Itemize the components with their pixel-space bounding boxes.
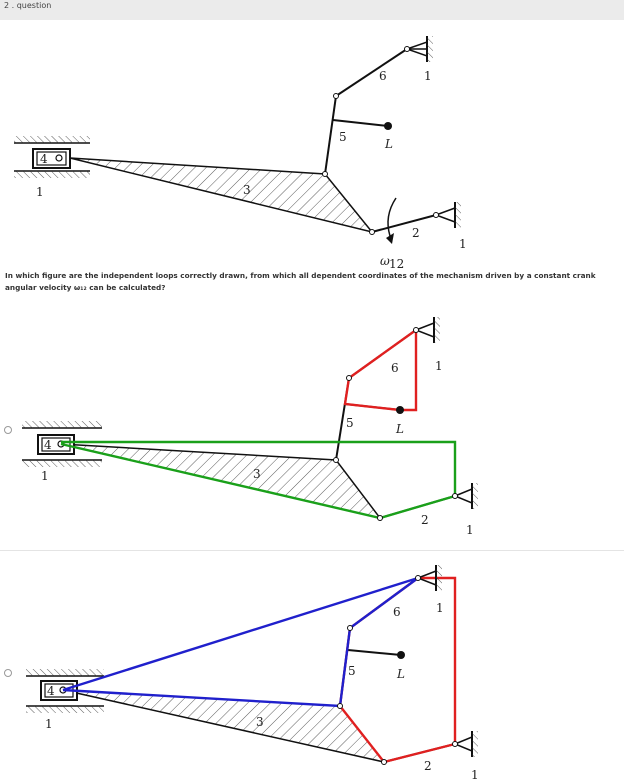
option-2-figure: 4 1 3 5 6 1 L 2 1 xyxy=(26,565,479,780)
question-text: In which figure are the independent loop… xyxy=(5,271,596,292)
link3-triangle xyxy=(69,157,374,234)
slider-block xyxy=(32,148,71,169)
svg-text:3: 3 xyxy=(256,715,264,729)
svg-text:1: 1 xyxy=(424,69,432,83)
svg-text:2: 2 xyxy=(412,226,420,240)
svg-text:3: 3 xyxy=(253,467,261,481)
svg-text:12: 12 xyxy=(389,257,404,271)
svg-text:4: 4 xyxy=(40,152,48,166)
svg-text:ω: ω xyxy=(380,254,390,268)
svg-text:1: 1 xyxy=(36,185,44,199)
svg-text:6: 6 xyxy=(391,361,399,375)
svg-text:1: 1 xyxy=(41,469,49,483)
svg-text:1: 1 xyxy=(45,717,53,731)
svg-text:4: 4 xyxy=(44,438,52,452)
svg-text:1: 1 xyxy=(471,768,479,780)
option-1-figure: 4 1 3 5 6 1 L 2 1 xyxy=(22,317,478,537)
svg-text:6: 6 xyxy=(379,69,387,83)
ground-pin-top xyxy=(404,36,433,62)
svg-text:5: 5 xyxy=(339,130,347,144)
blue-loop xyxy=(62,576,419,708)
option-divider xyxy=(0,550,624,551)
question-header-bar: 2 . question xyxy=(0,0,624,20)
svg-text:5: 5 xyxy=(348,664,356,678)
svg-text:2: 2 xyxy=(424,759,432,773)
option-1-radio[interactable] xyxy=(4,426,12,434)
svg-text:1: 1 xyxy=(435,359,443,373)
question-figure: 4 ω 12 1 3 5 xyxy=(14,36,467,271)
svg-text:4: 4 xyxy=(47,684,55,698)
svg-text:6: 6 xyxy=(393,605,401,619)
svg-text:3: 3 xyxy=(243,183,251,197)
svg-text:L: L xyxy=(384,137,393,151)
svg-text:5: 5 xyxy=(346,416,354,430)
svg-text:L: L xyxy=(395,422,404,436)
ground-pin-bottom xyxy=(433,202,461,228)
svg-text:1: 1 xyxy=(466,523,474,537)
svg-text:1: 1 xyxy=(459,237,467,251)
red-loop xyxy=(343,329,418,412)
question-number: 2 . question xyxy=(4,1,52,10)
svg-text:1: 1 xyxy=(436,601,444,615)
svg-text:2: 2 xyxy=(421,513,429,527)
omega-arrow xyxy=(387,197,397,237)
option-2-radio[interactable] xyxy=(4,669,12,677)
svg-text:L: L xyxy=(396,667,405,681)
